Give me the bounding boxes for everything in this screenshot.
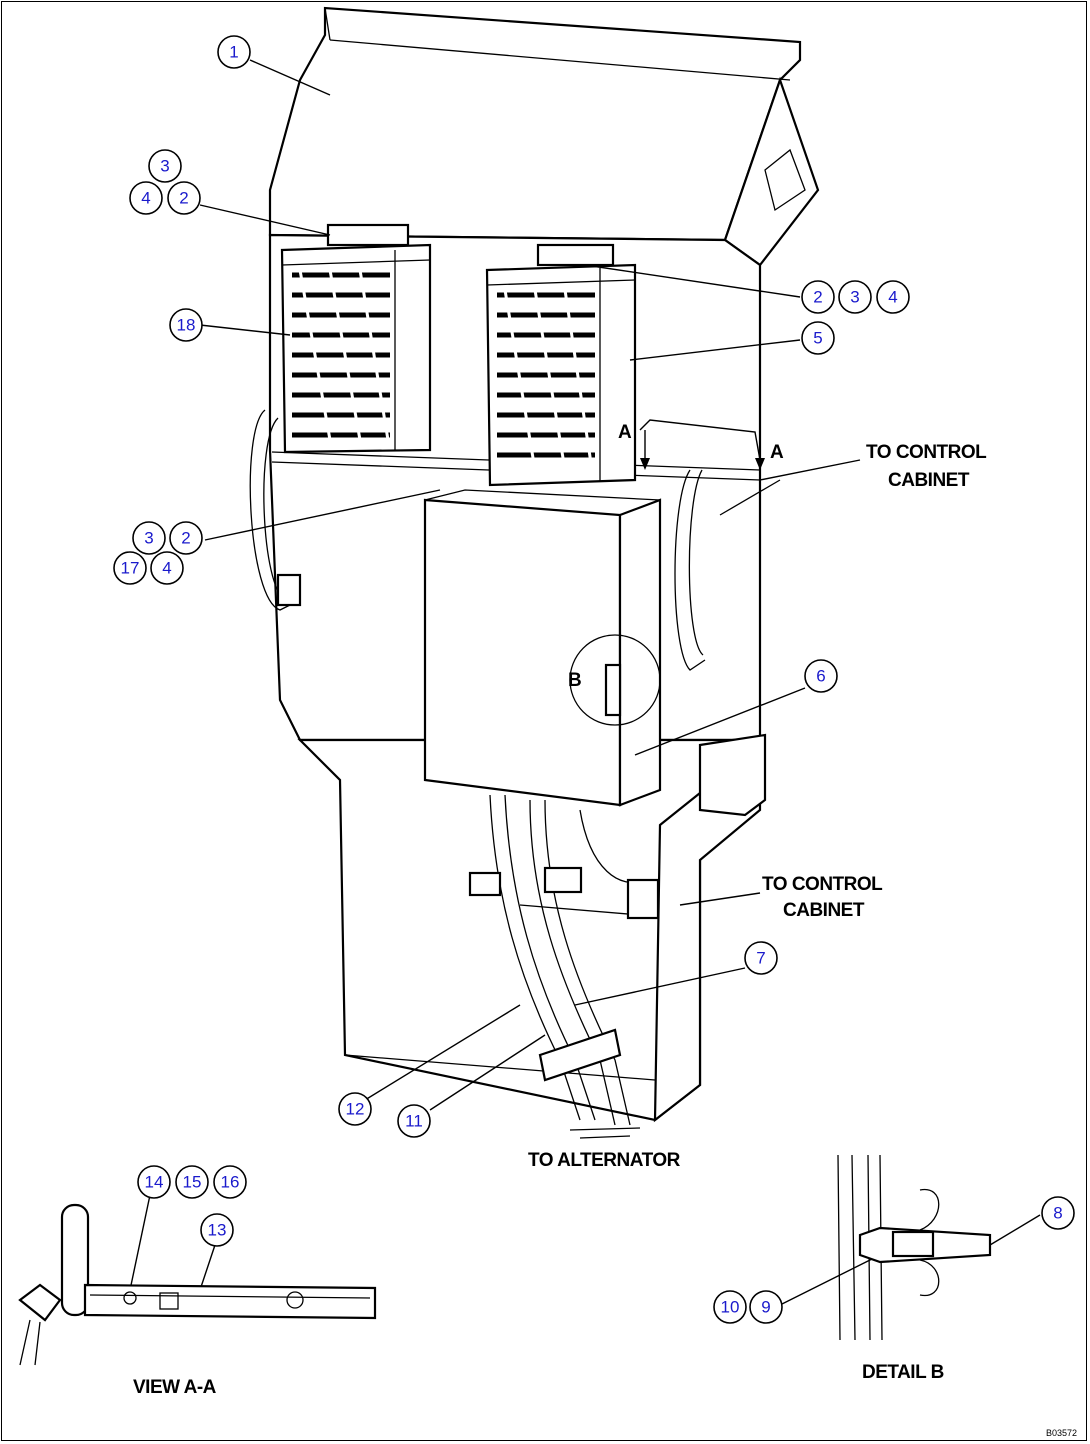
detail-b-drawing (837, 1154, 992, 1341)
svg-text:15: 15 (183, 1173, 202, 1192)
svg-text:18: 18 (177, 316, 196, 335)
bracket (698, 733, 767, 817)
svg-text:8: 8 (1053, 1204, 1062, 1223)
callout-4a: 4 (129, 181, 163, 215)
svg-text:10: 10 (721, 1298, 740, 1317)
callout-3a: 3 (148, 149, 182, 183)
callout-16: 16 (213, 1165, 247, 1199)
callout-4c: 4 (150, 551, 184, 585)
control-box (423, 489, 662, 807)
section-a-right-label: A (770, 442, 784, 463)
to-control-cabinet-1-line1: TO CONTROL (866, 442, 987, 463)
svg-text:11: 11 (405, 1112, 423, 1131)
svg-text:12: 12 (346, 1100, 365, 1119)
svg-text:3: 3 (160, 157, 169, 176)
callout-10: 10 (713, 1290, 747, 1324)
svg-text:2: 2 (179, 189, 188, 208)
callout-6: 6 (804, 659, 838, 693)
svg-text:16: 16 (221, 1173, 240, 1192)
callout-8: 8 (1041, 1196, 1075, 1230)
text-labels: TO CONTROL CABINET TO CONTROL CABINET TO… (133, 442, 1077, 1438)
hood-cover (268, 6, 820, 267)
detail-b-marker: B (568, 670, 581, 691)
callout-2a: 2 (167, 181, 201, 215)
to-control-cabinet-2-line2: CABINET (783, 900, 865, 921)
svg-text:14: 14 (145, 1173, 164, 1192)
cables (468, 794, 660, 1139)
callout-3c: 3 (132, 521, 166, 555)
leader-lines (129, 59, 1041, 1306)
svg-text:4: 4 (162, 559, 171, 578)
callout-3b: 3 (838, 280, 872, 314)
svg-text:5: 5 (813, 329, 822, 348)
callouts: 1 3 4 2 18 2 3 4 5 3 2 17 4 6 7 12 11 14… (113, 35, 1075, 1324)
callout-5: 5 (801, 321, 835, 355)
section-a-left-label: A (618, 422, 632, 443)
view-aa-label: VIEW A-A (133, 1377, 217, 1398)
svg-text:1: 1 (229, 43, 238, 62)
callout-11: 11 (397, 1104, 431, 1138)
callout-18: 18 (169, 308, 203, 342)
svg-text:9: 9 (761, 1298, 770, 1317)
callout-9: 9 (749, 1290, 783, 1324)
svg-text:3: 3 (850, 288, 859, 307)
svg-text:2: 2 (181, 529, 190, 548)
callout-2c: 2 (169, 521, 203, 555)
left-air-filter (280, 223, 432, 454)
callout-14: 14 (137, 1165, 171, 1199)
callout-1: 1 (217, 35, 251, 69)
svg-text:17: 17 (121, 559, 140, 578)
to-alternator-label: TO ALTERNATOR (528, 1150, 681, 1171)
svg-text:4: 4 (141, 189, 150, 208)
to-control-cabinet-2-line1: TO CONTROL (762, 874, 883, 895)
callout-7: 7 (744, 941, 778, 975)
section-a-markers: A A B (568, 419, 785, 691)
svg-text:13: 13 (208, 1221, 227, 1240)
svg-text:4: 4 (888, 288, 897, 307)
lower-column (297, 738, 762, 1123)
svg-text:3: 3 (144, 529, 153, 548)
right-air-filter (485, 243, 637, 487)
callout-4b: 4 (876, 280, 910, 314)
callout-17: 17 (113, 551, 147, 585)
svg-text:2: 2 (813, 288, 822, 307)
callout-12: 12 (338, 1092, 372, 1126)
svg-text:7: 7 (756, 949, 765, 968)
svg-text:6: 6 (816, 667, 825, 686)
view-aa-drawing (18, 1203, 377, 1366)
callout-2b: 2 (801, 280, 835, 314)
callout-13: 13 (200, 1213, 234, 1247)
hoses (249, 409, 781, 671)
drawing-code: B03572 (1046, 1428, 1077, 1438)
detail-b-label: DETAIL B (862, 1362, 944, 1383)
callout-15: 15 (175, 1165, 209, 1199)
to-control-cabinet-1-line2: CABINET (888, 470, 970, 491)
